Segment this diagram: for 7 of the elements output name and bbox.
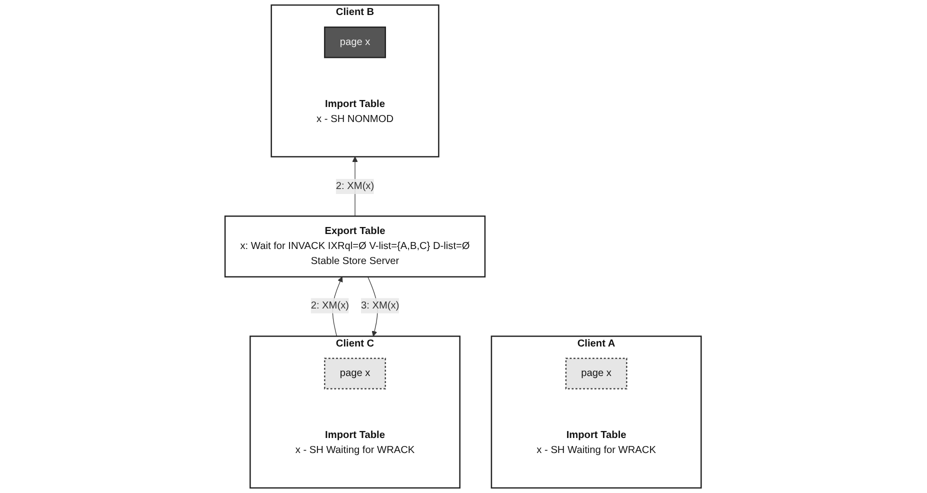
edge-label: 3: XM(x): [361, 300, 400, 311]
node-box: page x: [324, 26, 386, 58]
node-box: Export Table x: Wait for INVACK IXRql=Ø V-list={A,B,C} D-list=Ø Stable Store Server: [224, 216, 486, 278]
edge-label: 2: XM(x): [311, 300, 350, 311]
node-box: page x: [324, 358, 386, 390]
node-box: page x: [566, 358, 628, 390]
edge-label: 2: XM(x): [336, 180, 375, 192]
